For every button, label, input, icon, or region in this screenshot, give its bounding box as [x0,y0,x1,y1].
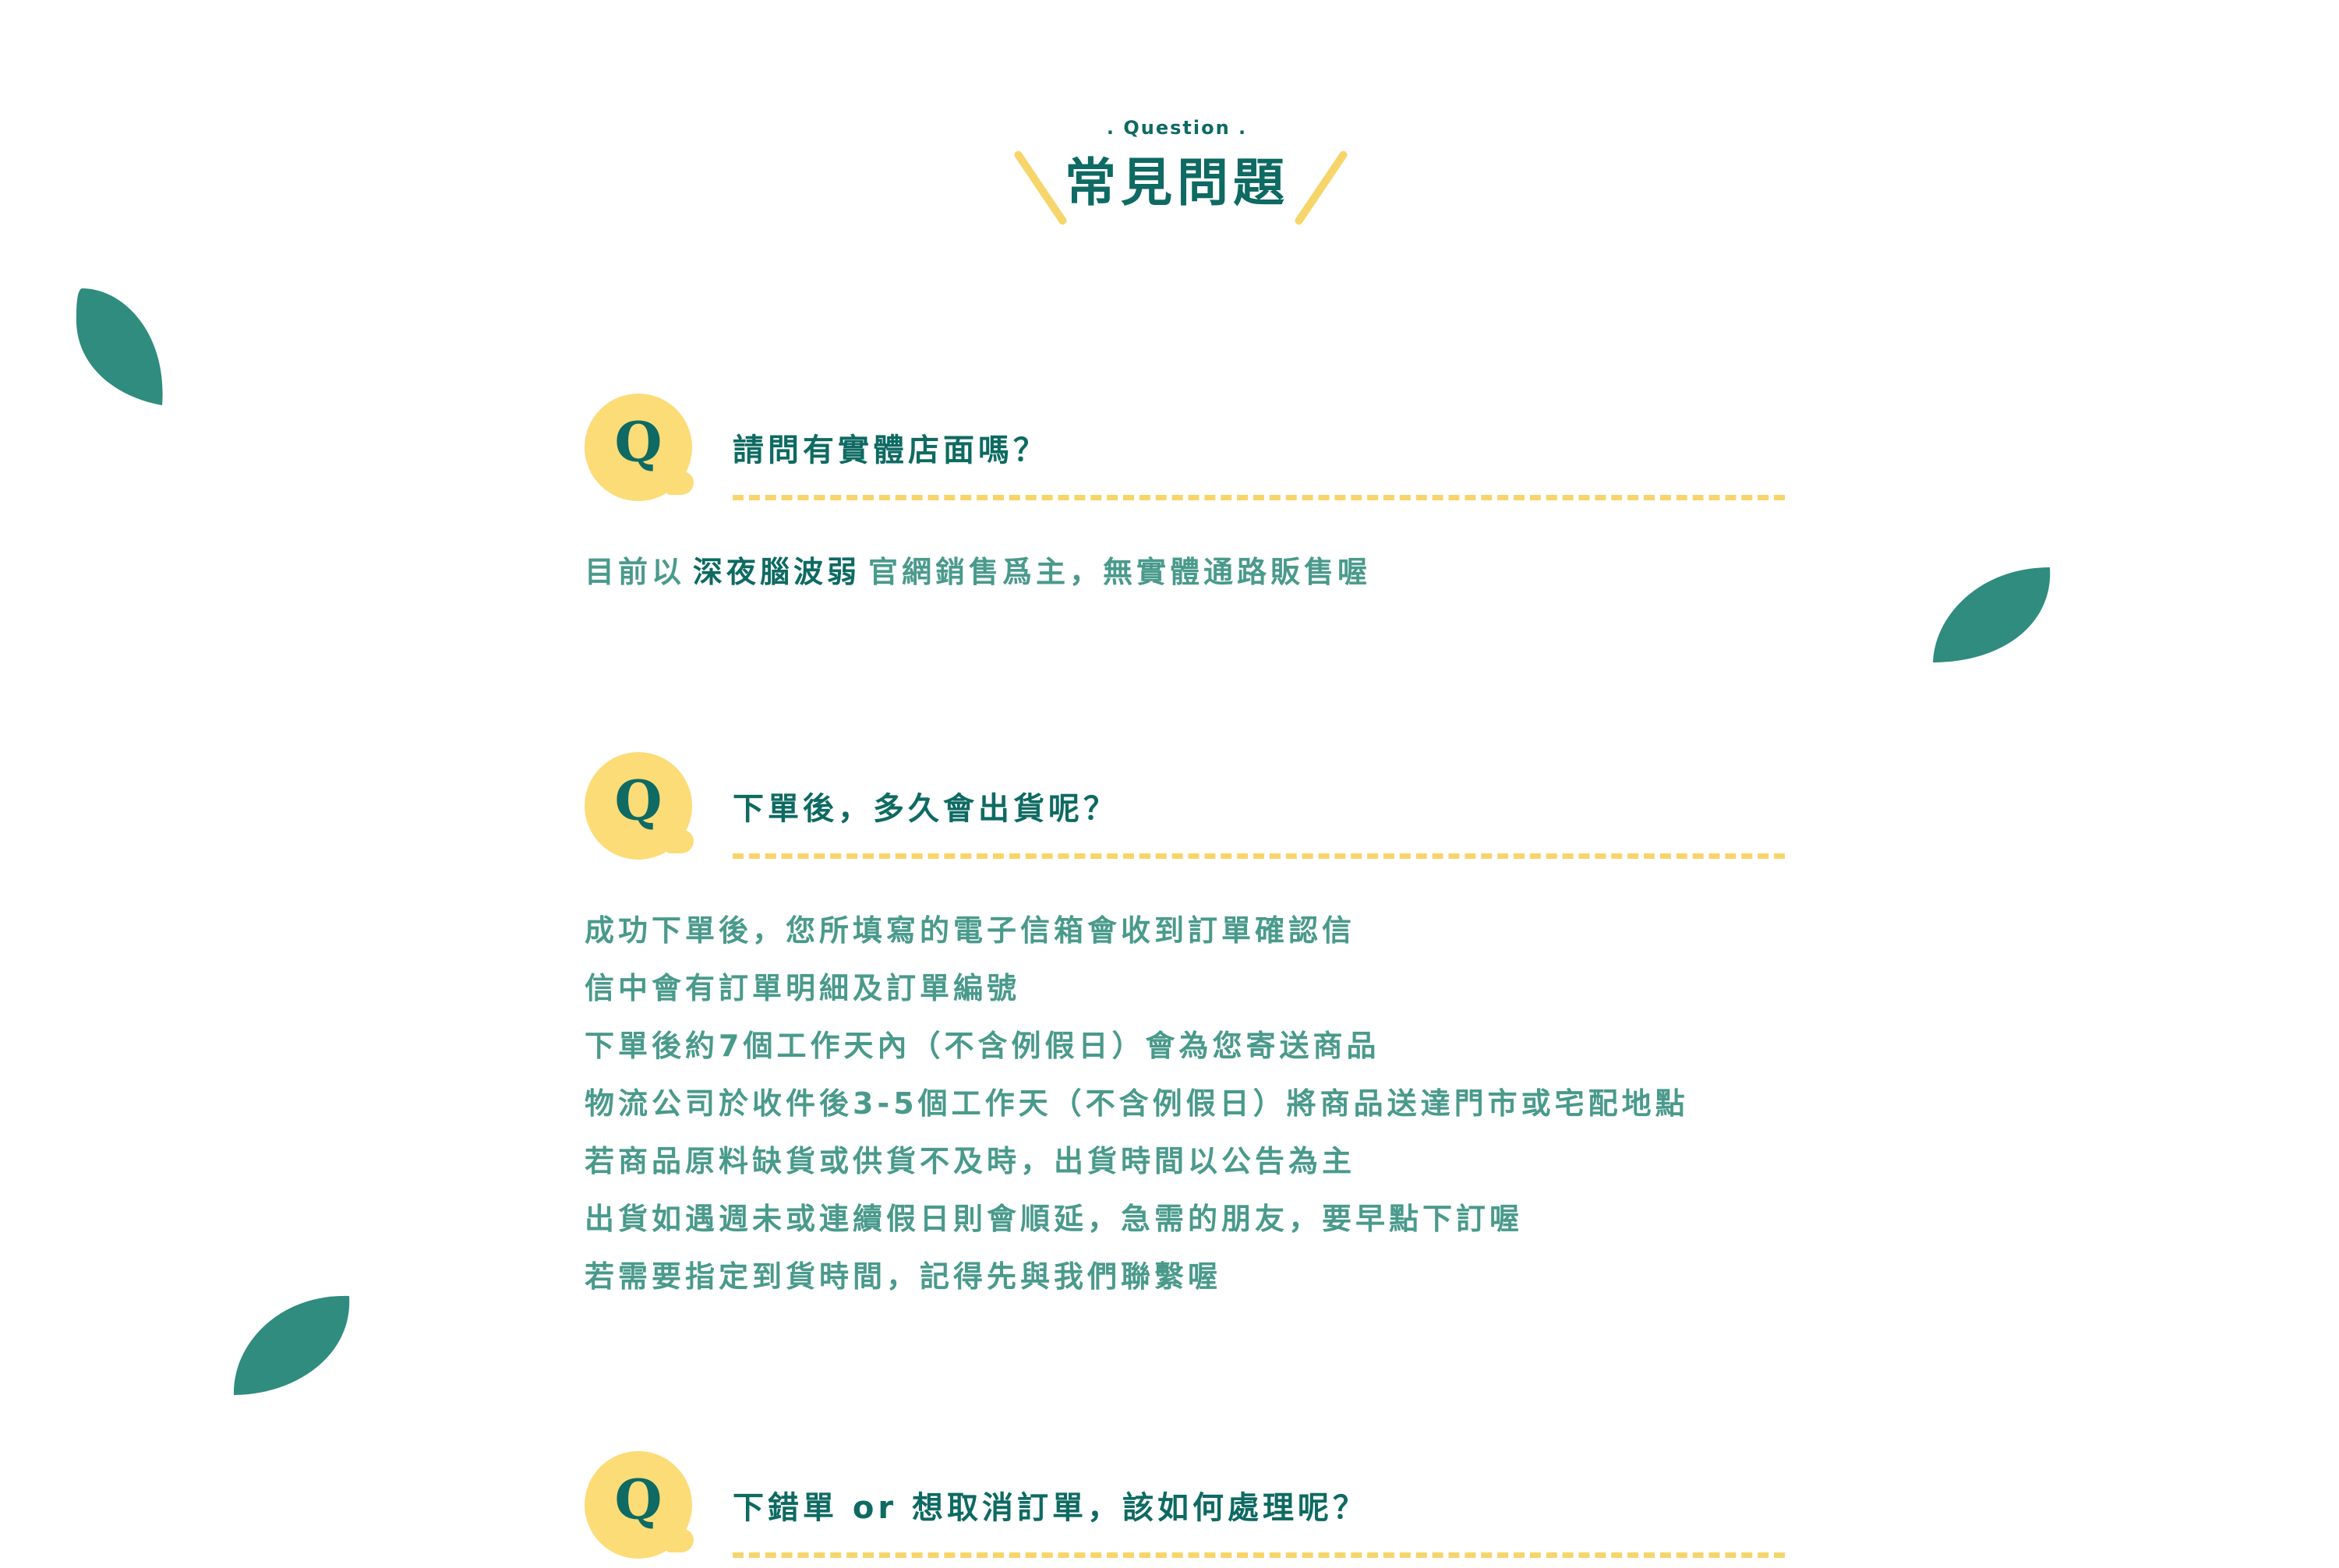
answer-line: 信中會有訂單明細及訂單編號 [585,971,1021,1005]
answer-line: 出貨如遇週未或連續假日則會順延，急需的朋友，要早點下訂喔 [585,1202,1524,1236]
faq-question-row[interactable]: Q 請問有實體店面嗎？ [585,394,1785,510]
faq-question-row[interactable]: Q 下單後，多久會出貨呢？ [585,752,1785,869]
answer-line: 物流公司於收件後3-5個工作天（不含例假日）將商品送達門市或宅配地點 [585,1086,1689,1121]
leaf-icon [70,281,171,413]
answer-line: 成功下單後，您所填寫的電子信箱會收到訂單確認信 [585,913,1356,948]
page-title: 常見問題 [1065,153,1289,213]
faq-item: Q 請問有實體店面嗎？ 目前以深夜腦波弱官網銷售爲主，無實體通路販售喔 [585,394,1785,601]
section-header: . Question . 常見問題 [959,109,1395,234]
leaf-icon [1925,561,2058,670]
faq-question: 請問有實體店面嗎？ [733,433,1048,468]
answer-line: 若商品原料缺貨或供貨不及時，出貨時間以公告為主 [585,1144,1356,1178]
faq-item: Q 下單後，多久會出貨呢？ 成功下單後，您所填寫的電子信箱會收到訂單確認信 信中… [585,752,1785,1305]
faq-question-row[interactable]: Q 下錯單 or 想取消訂單，該如何處理呢？ [585,1451,1785,1568]
dashed-divider [733,495,1785,500]
faq-question: 下錯單 or 想取消訂單，該如何處理呢？ [733,1490,1369,1526]
dashed-divider [733,853,1785,859]
brand-name: 深夜腦波弱 [693,555,861,589]
answer-line: 目前以深夜腦波弱官網銷售爲主，無實體通路販售喔 [585,555,1372,589]
faq-question: 下單後，多久會出貨呢？ [733,791,1118,827]
faq-item: Q 下錯單 or 想取消訂單，該如何處理呢？ [585,1451,1785,1568]
q-bubble-icon: Q [585,394,694,501]
faq-answer: 目前以深夜腦波弱官網銷售爲主，無實體通路販售喔 [585,543,1785,601]
answer-line: 下單後約7個工作天內（不含例假日）會為您寄送商品 [585,1029,1380,1063]
answer-line: 若需要指定到貨時間，記得先與我們聯繫喔 [585,1259,1222,1294]
q-bubble-icon: Q [585,752,694,860]
faq-answer: 成功下單後，您所填寫的電子信箱會收到訂單確認信 信中會有訂單明細及訂單編號 下單… [585,902,1785,1305]
q-bubble-icon: Q [585,1451,694,1559]
section-tag: . Question . [1106,117,1248,139]
leaf-icon [224,1290,357,1399]
